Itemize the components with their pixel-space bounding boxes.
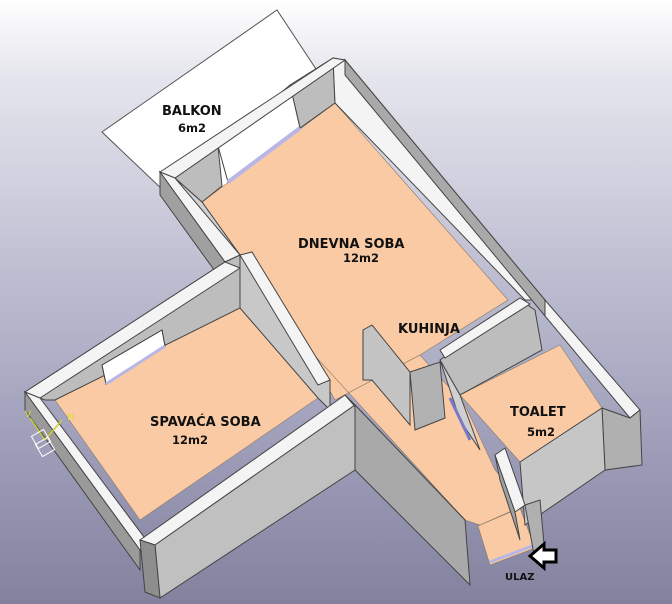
spavaca-name: SPAVAĆA SOBA: [150, 414, 261, 430]
toilet-wall-back-rim: [439, 297, 531, 359]
spavaca-area: 12m2: [172, 433, 208, 447]
toalet-name: TOALET: [510, 405, 566, 420]
balkon-name: BALKON: [162, 104, 222, 119]
bedroom-wall-front-end: [139, 539, 161, 599]
bedroom-wall-right-rim: [239, 251, 331, 386]
dnevna-area: 12m2: [343, 251, 379, 265]
corridor-floor: [304, 344, 526, 526]
kitchen-partition: [362, 324, 411, 427]
entrance-arrow-icon: [527, 540, 558, 572]
toilet-partition-face: [494, 454, 521, 541]
balkon-area: 6m2: [178, 121, 206, 135]
toalet-area: 5m2: [527, 425, 555, 439]
corridor-wall-left-face: [354, 403, 471, 587]
bedroom-wall-left-face: [24, 390, 141, 572]
axis-v-label: V: [25, 410, 32, 420]
dnevna-name: DNEVNA SOBA: [298, 237, 404, 252]
toilet-wall-right-face: [601, 407, 643, 471]
axis-triad-icon: H V: [25, 410, 75, 458]
kitchen-partition-front: [409, 361, 446, 431]
entrance-label: ULAZ: [505, 572, 534, 583]
kuhinja-name: KUHINJA: [398, 322, 460, 337]
axis-h-label: H: [67, 412, 75, 423]
toilet-wall-side: [439, 359, 481, 451]
